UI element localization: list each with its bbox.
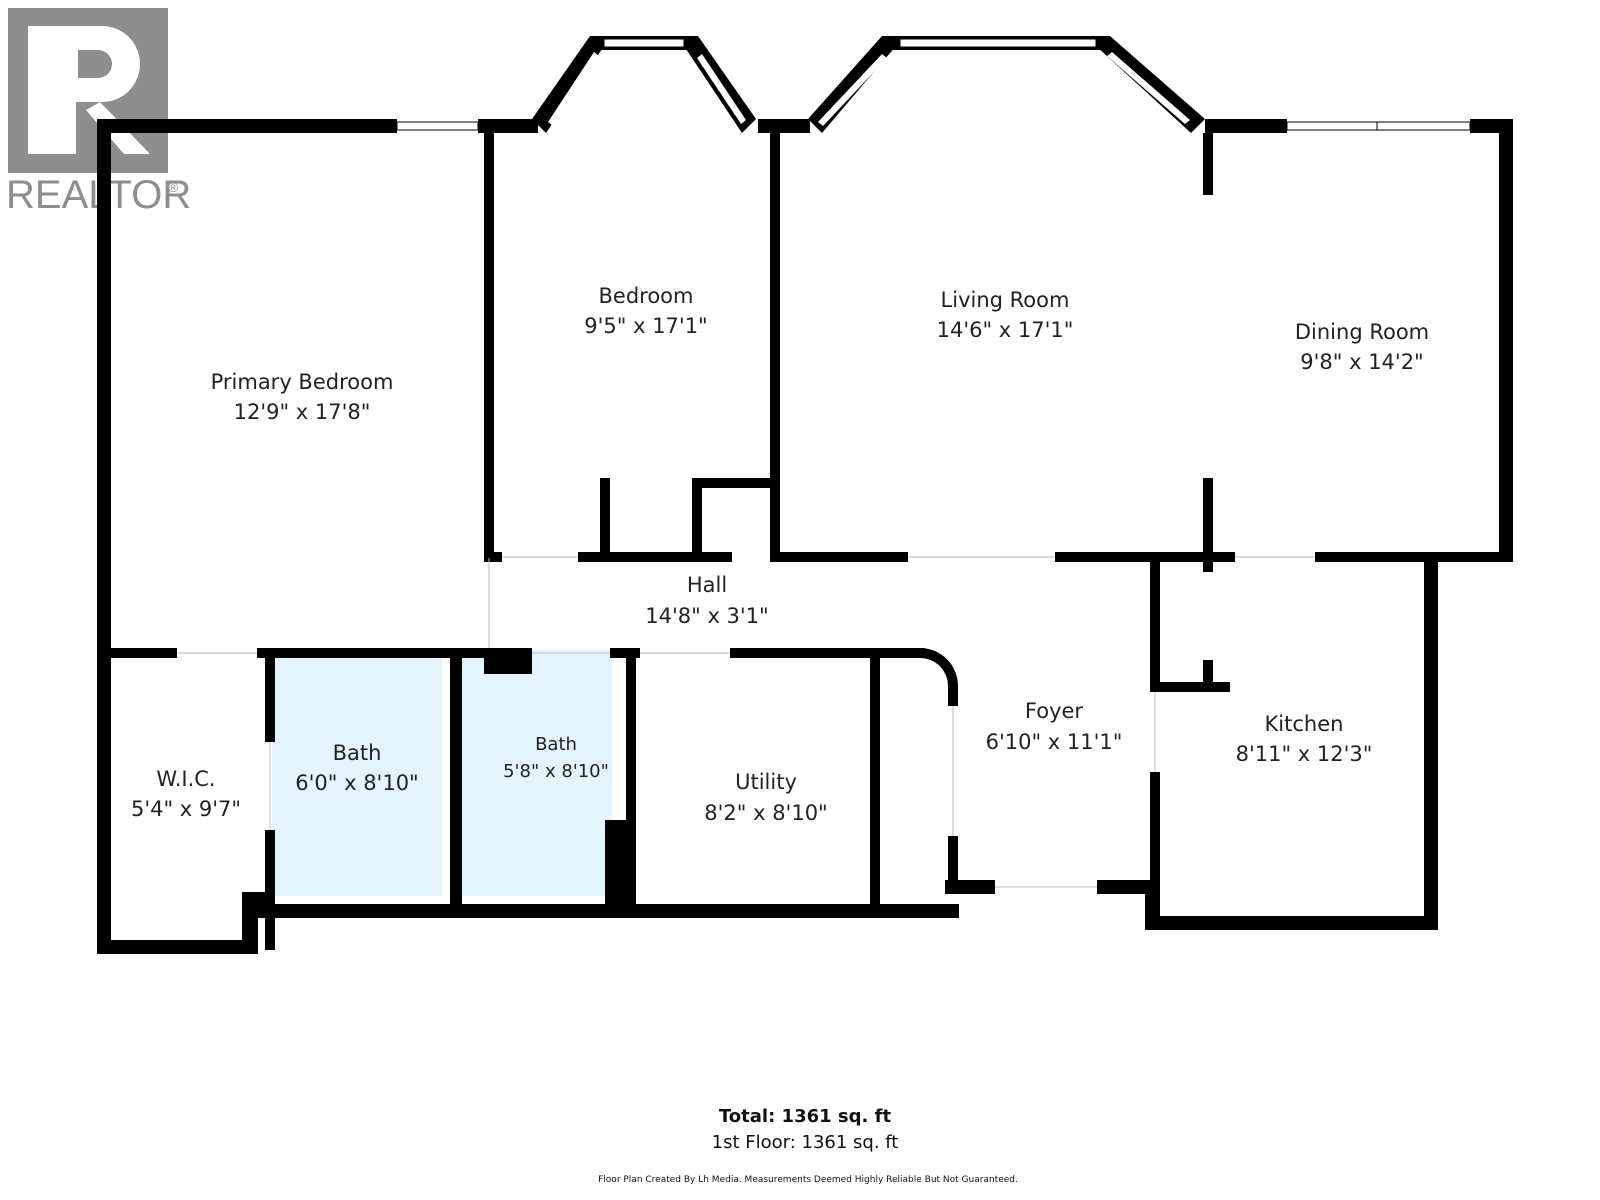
bath-1-dims: 6'0" x 8'10": [295, 771, 418, 795]
living-room-label: Living Room: [941, 288, 1070, 312]
bath-2-fill: [462, 650, 612, 896]
wic-label: W.I.C.: [156, 767, 215, 791]
total-area: Total: 1361 sq. ft: [719, 1106, 892, 1127]
door-openings: [177, 556, 1315, 888]
primary-bedroom-dims: 12'9" x 17'8": [234, 400, 371, 424]
bath-1-label: Bath: [333, 741, 382, 765]
dining-room-dims: 9'8" x 14'2": [1300, 350, 1423, 374]
utility-dims: 8'2" x 8'10": [704, 801, 827, 825]
bath-2-dims: 5'8" x 8'10": [503, 761, 609, 782]
primary-bedroom-label: Primary Bedroom: [211, 370, 394, 394]
disclaimer: Floor Plan Created By Lh Media. Measurem…: [598, 1175, 1018, 1185]
foyer-dims: 6'10" x 11'1": [986, 730, 1123, 754]
registered-mark: ®: [168, 179, 179, 195]
living-room-dims: 14'6" x 17'1": [937, 318, 1074, 342]
dining-room-label: Dining Room: [1295, 320, 1429, 344]
kitchen-label: Kitchen: [1265, 712, 1344, 736]
walls: [97, 119, 1513, 954]
room-labels: Primary Bedroom 12'9" x 17'8" Bedroom 9'…: [131, 284, 1429, 825]
hall-label: Hall: [687, 573, 727, 597]
floor-area: 1st Floor: 1361 sq. ft: [712, 1132, 899, 1153]
hall-dims: 14'8" x 3'1": [645, 604, 768, 628]
kitchen-dims: 8'11" x 12'3": [1236, 742, 1373, 766]
bedroom-dims: 9'5" x 17'1": [584, 314, 707, 338]
bath-2-label: Bath: [535, 734, 577, 755]
utility-label: Utility: [735, 770, 797, 794]
realtor-logo: REALTOR ®: [6, 8, 191, 217]
bay-windows: [532, 36, 1205, 133]
foyer-label: Foyer: [1025, 699, 1084, 723]
wic-dims: 5'4" x 9'7": [131, 797, 241, 821]
windows: [396, 121, 1471, 131]
bedroom-label: Bedroom: [599, 284, 694, 308]
bath-1-fill: [272, 650, 442, 896]
